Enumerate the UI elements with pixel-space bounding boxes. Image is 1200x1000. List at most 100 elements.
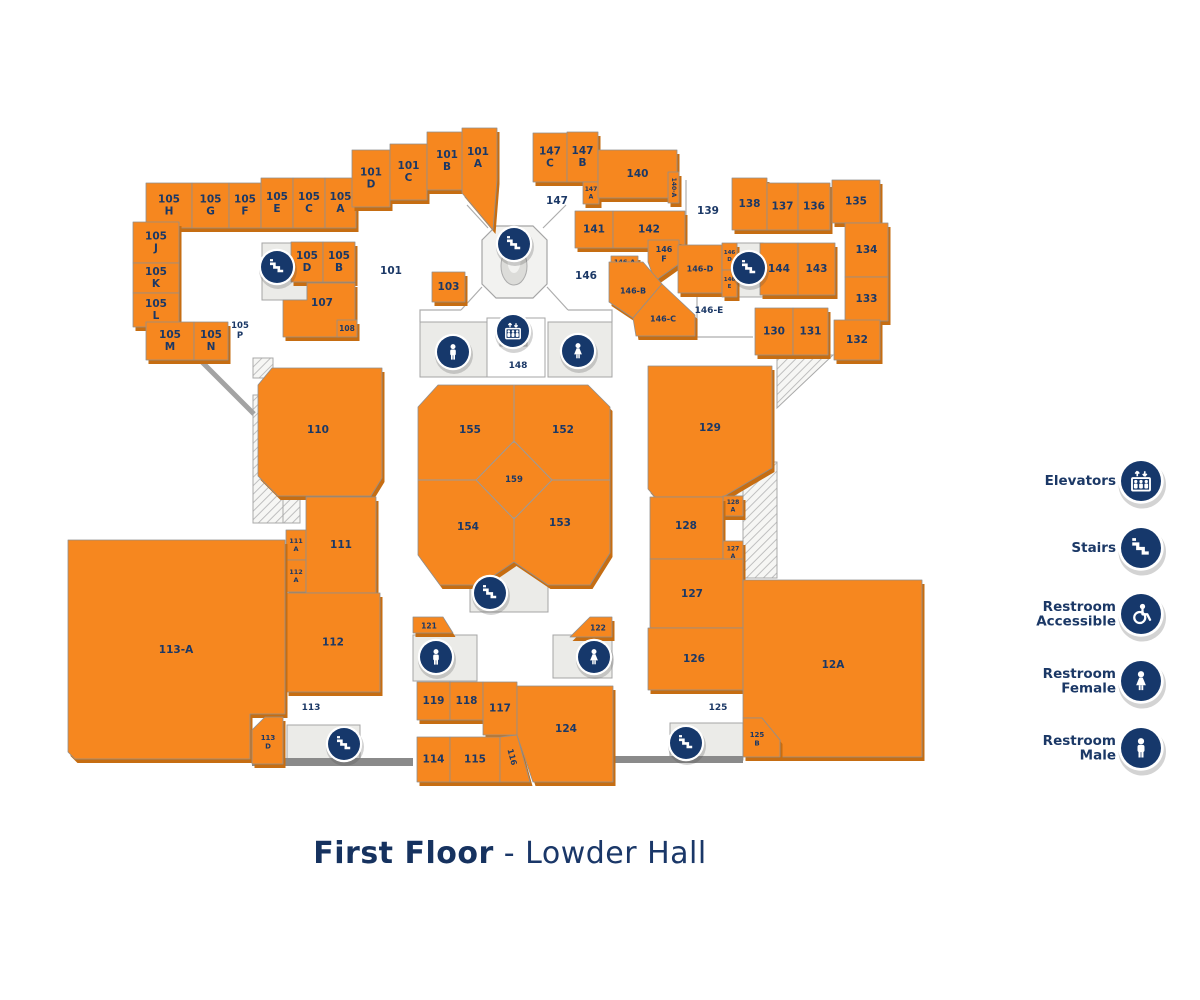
- room-label-105-D: D: [303, 262, 312, 274]
- room-shape: [431, 271, 466, 303]
- room-label-146-F: F: [661, 254, 666, 263]
- stairs-icon: [258, 248, 297, 289]
- room-shape: [797, 242, 836, 296]
- room-label-127: 127: [681, 588, 703, 600]
- room-shape: [833, 319, 881, 361]
- room-label-125-B: 125: [750, 731, 765, 739]
- room-shape: [417, 384, 611, 586]
- room-159-diamond: [475, 440, 553, 520]
- room-12A: 12A: [742, 579, 925, 761]
- room-shape: [742, 717, 781, 758]
- room-116: 116: [499, 734, 533, 786]
- area-label-113: 113: [302, 703, 321, 713]
- room-label-112: 112: [322, 637, 344, 649]
- room-label-113-A: 113-A: [159, 644, 194, 656]
- room-113-A: 113-A: [67, 539, 288, 763]
- page-title: First Floor - Lowder Hall: [160, 836, 860, 871]
- room-shape: [574, 210, 614, 249]
- room-label-105-F: 105: [234, 194, 256, 206]
- area-label-125: 125: [709, 703, 728, 713]
- room-144: 144: [759, 242, 801, 299]
- room-label-147-B: 147: [572, 145, 594, 157]
- room-132: 132: [833, 319, 883, 364]
- room-label-105-L: 105: [145, 298, 167, 310]
- room-shape: [416, 736, 451, 783]
- title-floor: First Floor: [313, 836, 494, 871]
- area-label-105-P: P: [237, 331, 243, 341]
- room-label-118: 118: [456, 695, 478, 707]
- room-label-134: 134: [856, 244, 878, 256]
- room-label-105-D: 105: [296, 250, 318, 262]
- room-label-101-D: 101: [360, 167, 382, 179]
- room-shape: [324, 177, 357, 229]
- room-label-111-A: 111: [289, 537, 303, 545]
- room-118: 118: [449, 681, 486, 724]
- room-115: 115: [449, 736, 503, 786]
- legend-label: Male: [1080, 747, 1116, 763]
- room-shape: [461, 127, 498, 231]
- room-label-105-C: C: [305, 203, 313, 215]
- room-133: 133: [844, 276, 891, 325]
- room-label-137: 137: [772, 201, 794, 213]
- room-label-105-G: G: [206, 206, 215, 218]
- room-label-110: 110: [307, 424, 329, 436]
- room-label-146-D-small: D: [727, 257, 732, 263]
- room-label-133: 133: [856, 293, 878, 305]
- room-146-B: 146-B: [608, 261, 665, 322]
- room-143: 143: [797, 242, 838, 299]
- room-label-140-A: 140-A: [670, 178, 677, 198]
- room-shape: [191, 182, 230, 229]
- room-141: 141: [574, 210, 616, 252]
- room-121: 121: [412, 616, 456, 637]
- room-shape: [260, 177, 294, 229]
- room-label-140: 140: [627, 168, 649, 180]
- room-shape: [251, 716, 284, 765]
- room-136: 136: [797, 182, 833, 234]
- edge-strip-se: [612, 756, 743, 763]
- room-label-147-C: C: [546, 158, 554, 170]
- room-label-117: 117: [489, 703, 511, 715]
- room-138: 138: [731, 177, 770, 234]
- room-label-127-A: A: [731, 553, 736, 560]
- room-label-105-A: A: [336, 203, 345, 215]
- room-shape: [285, 592, 381, 693]
- room-label-146-B: 146-B: [620, 287, 646, 296]
- room-122: 122: [569, 616, 615, 641]
- room-shape: [647, 239, 680, 282]
- room-label-141: 141: [583, 224, 605, 236]
- legend-item-elevator: Elevators: [1045, 458, 1166, 509]
- area-label-154: 154: [457, 521, 479, 533]
- room-label-116: 116: [505, 748, 518, 767]
- room-label-101-A: 101: [467, 146, 489, 158]
- room-label-124: 124: [555, 723, 577, 735]
- room-128: 128: [649, 496, 726, 563]
- legend-item-stairs: Stairs: [1071, 525, 1166, 576]
- room-117: 117: [482, 681, 520, 739]
- room-label-131: 131: [800, 326, 822, 338]
- legend-label: Restroom: [1043, 733, 1116, 749]
- restroom-female-icon: [575, 638, 614, 679]
- room-label-128-A: A: [731, 506, 736, 513]
- legend-label: Accessible: [1036, 613, 1116, 629]
- room-label-143: 143: [806, 263, 828, 275]
- room-label-105-A: 105: [330, 191, 352, 203]
- room-label-105-L: L: [153, 310, 160, 322]
- room-label-105-F: F: [241, 206, 248, 218]
- room-label-103: 103: [438, 281, 460, 293]
- room-146-C: 146-C: [632, 283, 698, 340]
- stairs-icon: [325, 725, 364, 766]
- room-label-122: 122: [590, 624, 606, 633]
